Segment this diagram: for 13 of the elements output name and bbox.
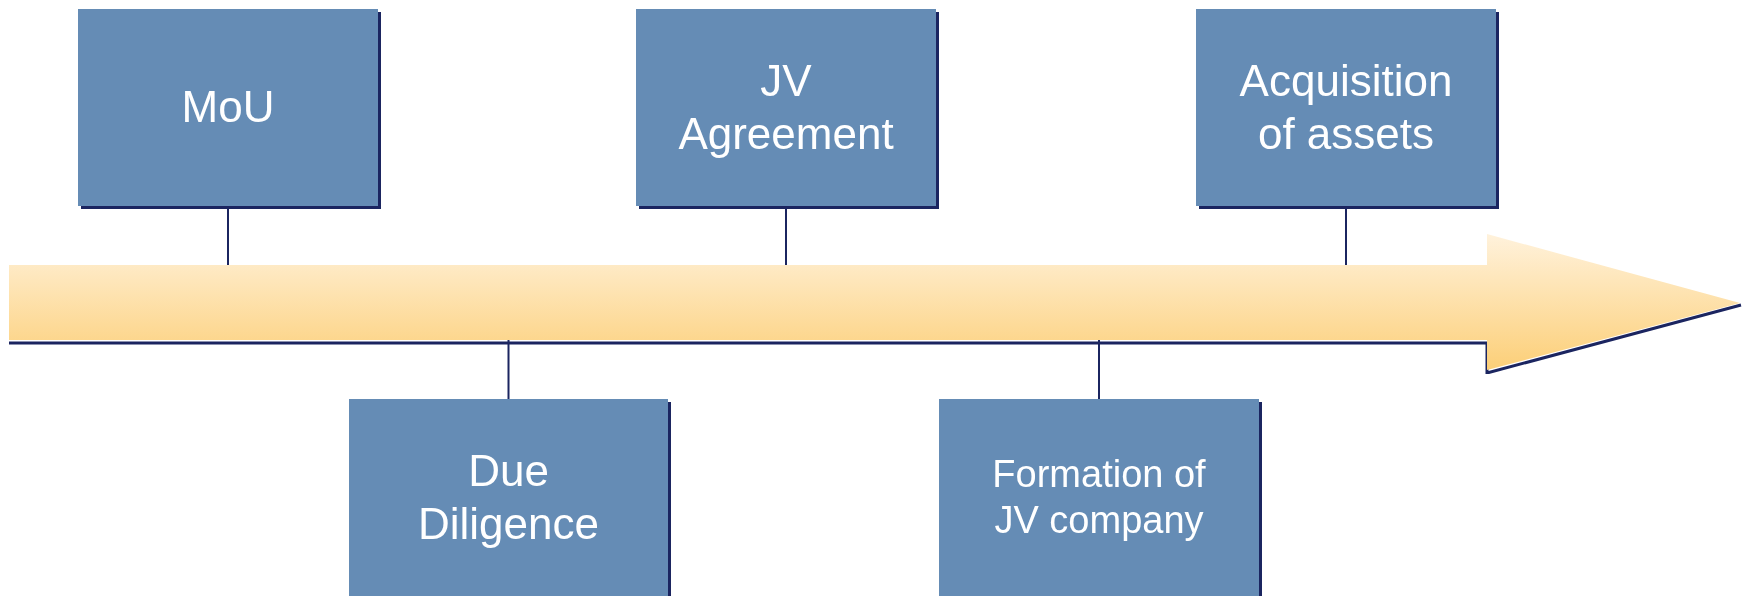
milestone-box	[1196, 9, 1496, 206]
connector-line	[1098, 339, 1100, 400]
milestone-label: Acquisition of assets	[1238, 54, 1454, 160]
milestone-box	[78, 9, 378, 206]
milestone-label: Formation of JV company	[991, 451, 1207, 543]
milestone-box	[349, 399, 668, 596]
connector-line	[507, 339, 510, 400]
milestone-label: Due Diligence	[417, 444, 600, 550]
timeline-arrow	[9, 234, 1742, 374]
milestone-box	[939, 399, 1259, 596]
milestone-label: MoU	[181, 81, 275, 134]
milestone-label: JV Agreement	[677, 54, 895, 160]
milestone-box	[636, 9, 936, 206]
